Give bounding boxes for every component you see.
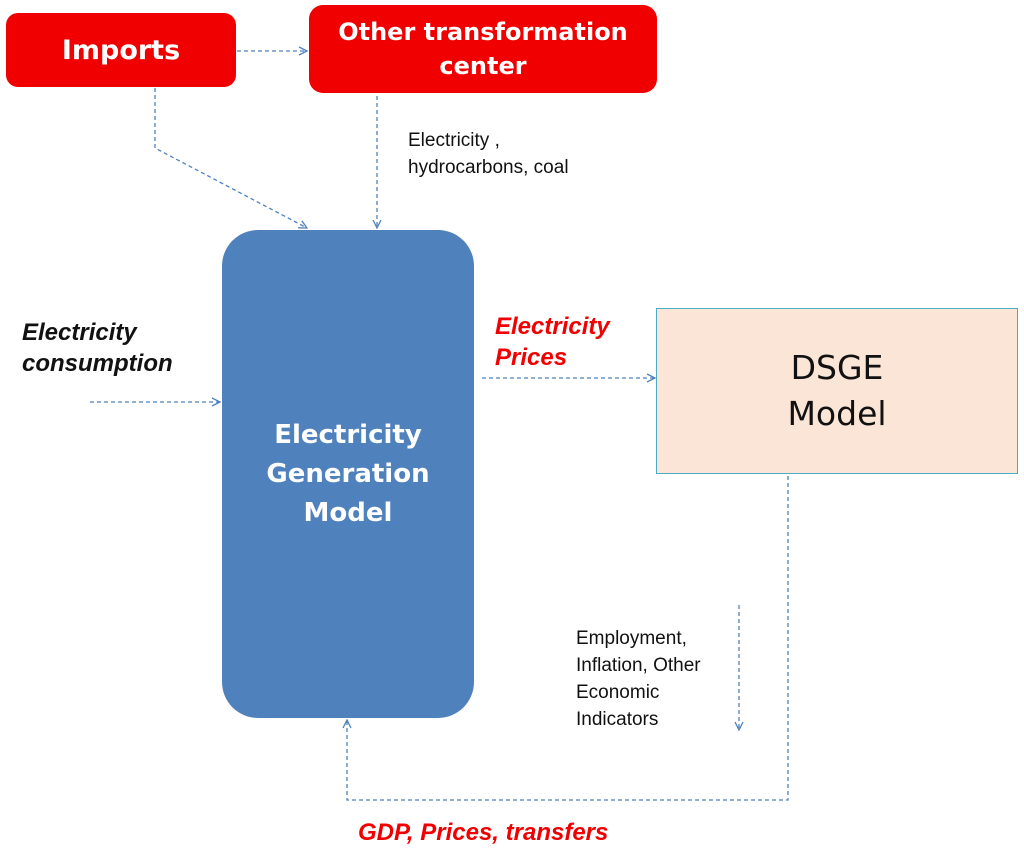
- imports-node: Imports: [6, 13, 236, 87]
- electricity-consumption-label: Electricity consumption: [22, 319, 173, 377]
- fuel-inputs-label: Electricity , hydrocarbons, coal: [408, 130, 569, 178]
- arrow-dsge-feedback-to-generation: [347, 476, 789, 801]
- electricity-prices-label: Electricity Prices: [495, 313, 610, 371]
- other-transformation-center-node: Other transformation center: [309, 5, 657, 93]
- arrow-imports-to-generation: [154, 88, 307, 228]
- dsge-model-node: DSGE Model: [656, 308, 1018, 474]
- economic-indicators-label: Employment, Inflation, Other Economic In…: [576, 628, 701, 730]
- gdp-prices-transfers-label: GDP, Prices, transfers: [358, 819, 609, 846]
- electricity-generation-model-node: Electricity Generation Model: [222, 230, 474, 718]
